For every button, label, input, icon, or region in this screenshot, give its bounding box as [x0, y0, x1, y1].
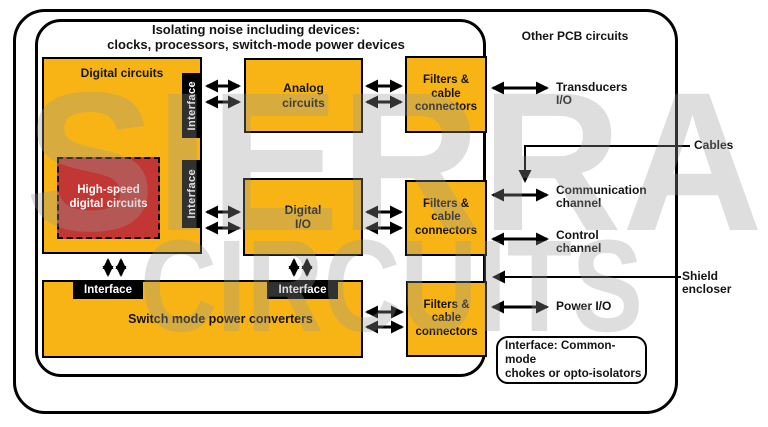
interface-bar-top-label: Interface	[186, 80, 198, 131]
high-speed-digital-circuits-box: High-speed digital circuits	[57, 157, 160, 239]
diagram-title: Isolating noise including devices: clock…	[107, 22, 405, 53]
filters-cable-connectors-box-bottom: Filters & cable connectors	[406, 281, 487, 357]
interface-bar-bottom: Interface	[182, 160, 202, 228]
shield-encloser-label: Shield encloser	[682, 269, 732, 296]
interface-bar-bottom-label: Interface	[186, 169, 198, 219]
interface-tab-right: Interface	[267, 281, 338, 299]
control-channel-label: Control channel	[556, 228, 602, 255]
analog-circuits-box: Analog circuits	[244, 58, 363, 133]
digital-io-box: Digital I/O	[243, 178, 363, 256]
filters-cable-connectors-box-middle: Filters & cable connectors	[405, 180, 487, 256]
other-pcb-circuits-label: Other PCB circuits	[521, 29, 629, 43]
power-io-label: Power I/O	[556, 299, 612, 313]
cables-label: Cables	[694, 138, 734, 152]
communication-channel-label: Communication channel	[556, 183, 647, 210]
interface-tab-left: Interface	[73, 281, 143, 299]
filters-cable-connectors-box-top: Filters & cable connectors	[405, 56, 487, 133]
other-pcb-boundary	[13, 9, 678, 414]
interface-bar-top: Interface	[182, 73, 202, 138]
interface-note-box: Interface: Common-mode chokes or opto-is…	[496, 336, 647, 384]
transducers-io-label: Transducers I/O	[556, 80, 628, 107]
